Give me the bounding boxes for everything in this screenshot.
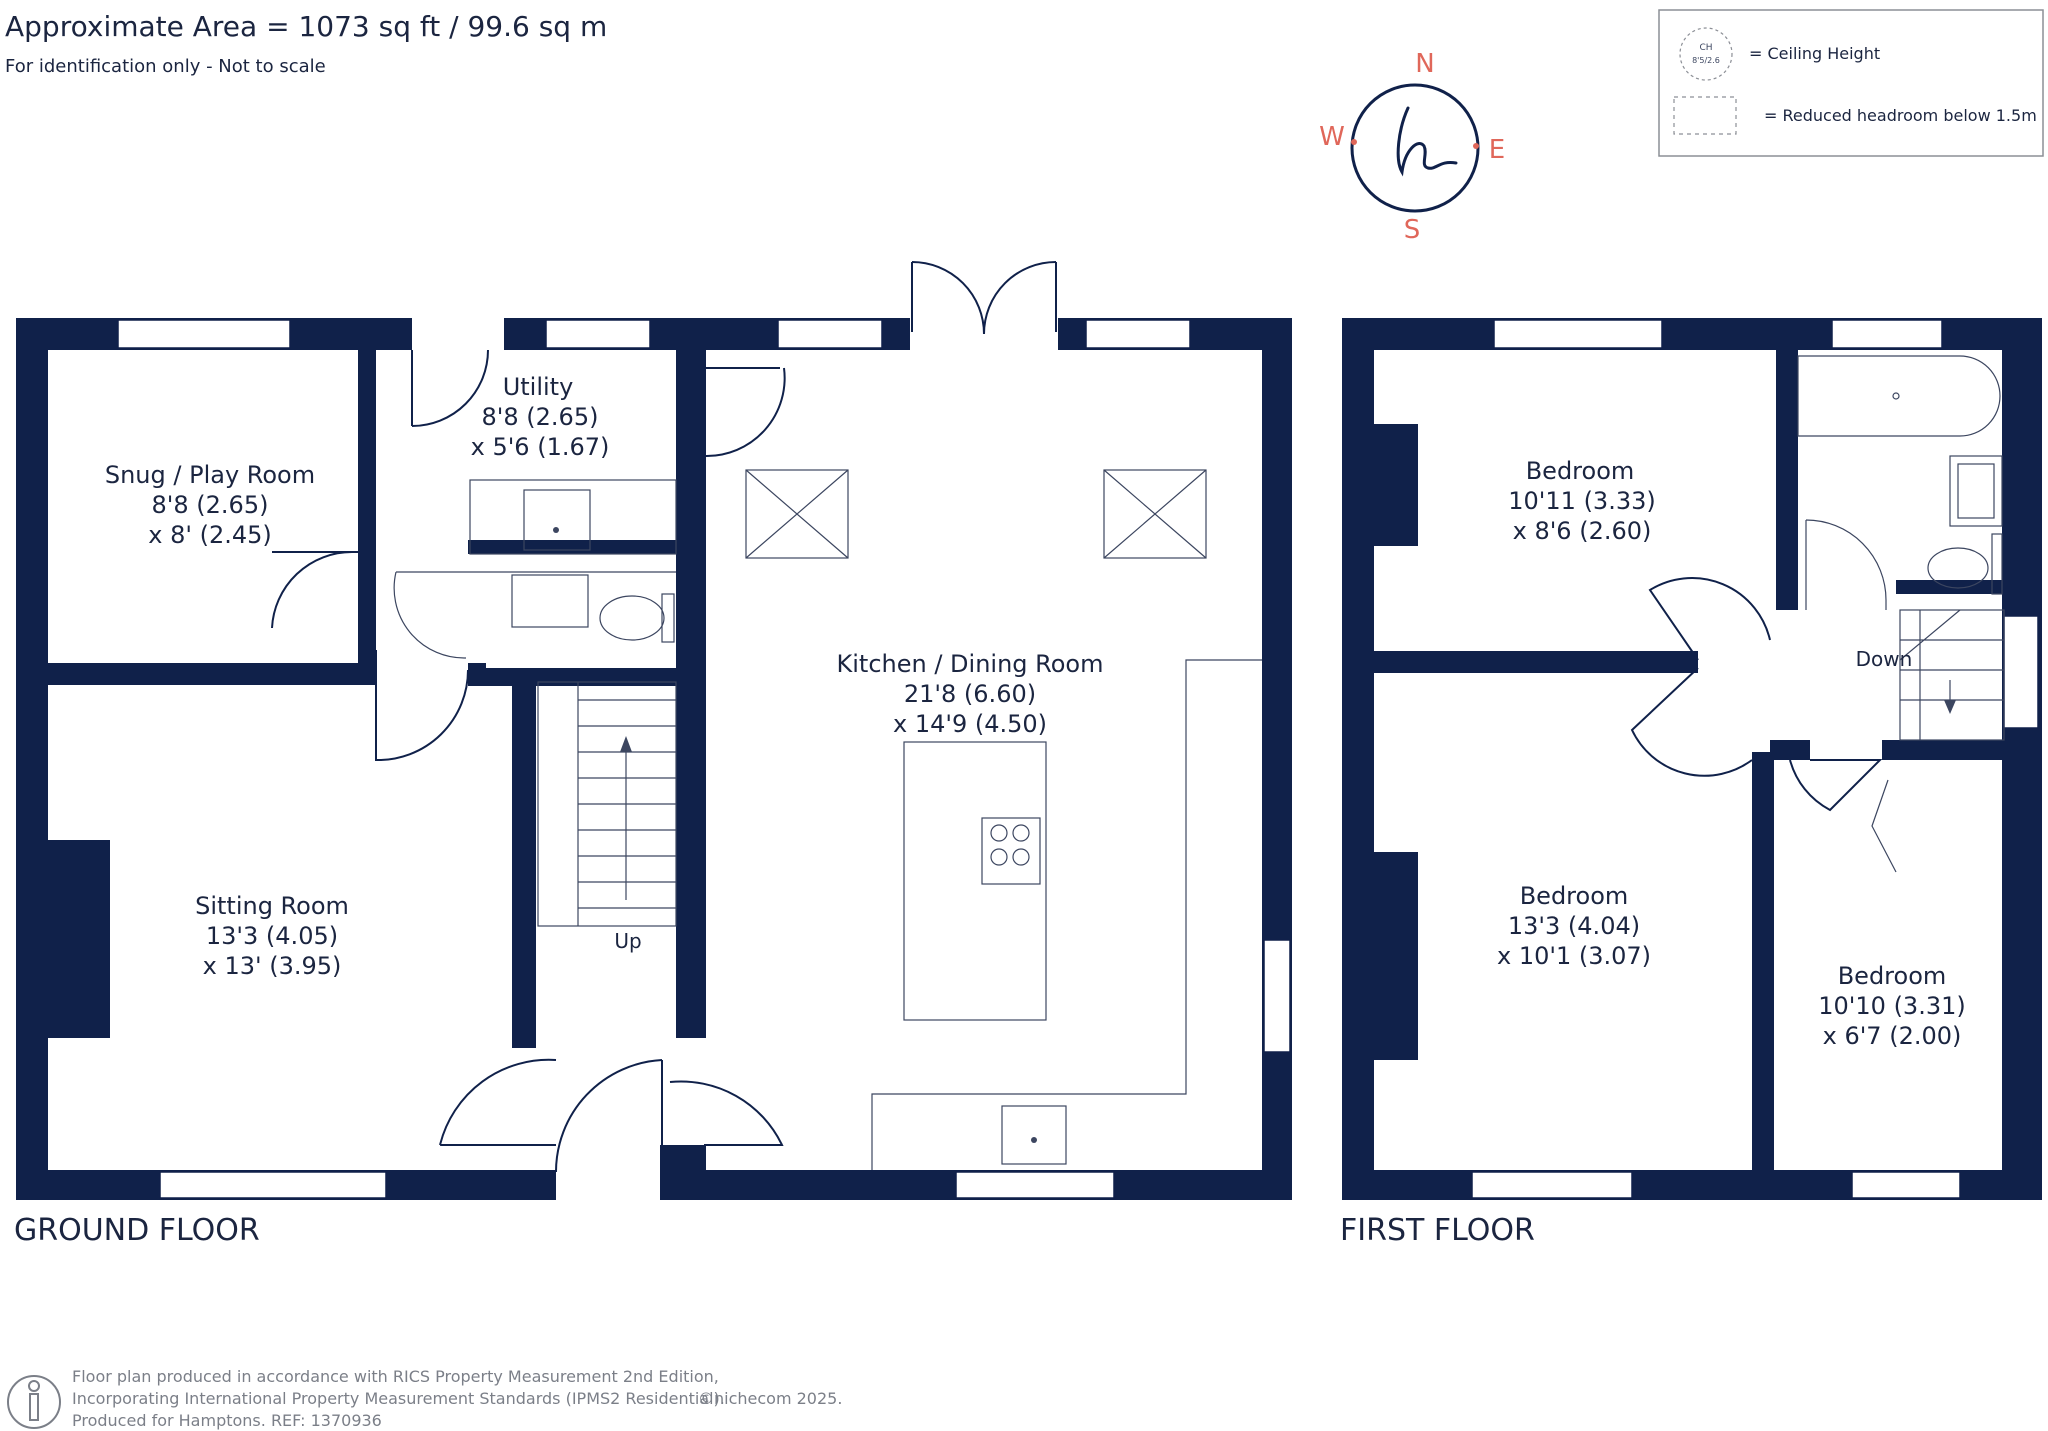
compass-west-letter: W	[1319, 122, 1345, 152]
snug-dim1: 8'8 (2.65)	[152, 491, 269, 519]
ground-floor-plan: Snug / Play Room 8'8 (2.65) x 8' (2.45) …	[16, 261, 1292, 1200]
identification-note: For identification only - Not to scale	[5, 56, 326, 77]
footer-line2: Incorporating International Property Mea…	[72, 1389, 725, 1408]
stairs-down-label: Down	[1856, 647, 1913, 671]
bedroom2-dim2: x 10'1 (3.07)	[1497, 942, 1651, 970]
footer: Floor plan produced in accordance with R…	[7, 1367, 842, 1430]
legend-ceiling-height: = Ceiling Height	[1749, 44, 1880, 63]
bedroom1-name: Bedroom	[1526, 457, 1635, 485]
footer-copyright: ©nichecom 2025.	[698, 1389, 842, 1408]
compass-east-letter: E	[1489, 135, 1505, 165]
kitchen-name: Kitchen / Dining Room	[837, 650, 1104, 678]
kitchen-dim1: 21'8 (6.60)	[904, 680, 1036, 708]
kitchen-dim2: x 14'9 (4.50)	[893, 710, 1047, 738]
bedroom2-name: Bedroom	[1520, 882, 1629, 910]
bedroom1-dim2: x 8'6 (2.60)	[1513, 517, 1652, 545]
utility-dim2: x 5'6 (1.67)	[471, 433, 610, 461]
compass-north-letter: N	[1415, 49, 1434, 79]
sitting-room-name: Sitting Room	[195, 892, 349, 920]
bedroom3-dim1: 10'10 (3.31)	[1818, 992, 1965, 1020]
snug-name: Snug / Play Room	[105, 461, 315, 489]
bedroom1-dim1: 10'11 (3.33)	[1508, 487, 1655, 515]
bedroom3-dim2: x 6'7 (2.00)	[1823, 1022, 1962, 1050]
snug-dim2: x 8' (2.45)	[148, 521, 272, 549]
compass-south-letter: S	[1404, 215, 1421, 245]
stairs-up-label: Up	[614, 929, 641, 953]
footer-line3: Produced for Hamptons. REF: 1370936	[72, 1411, 382, 1430]
compass: N S E W	[1319, 49, 1505, 245]
legend-reduced-headroom: = Reduced headroom below 1.5m	[1764, 106, 2037, 125]
footer-line1: Floor plan produced in accordance with R…	[72, 1367, 719, 1386]
sitting-room-dim2: x 13' (3.95)	[203, 952, 342, 980]
bedroom2-dim1: 13'3 (4.04)	[1508, 912, 1640, 940]
ch-badge-bottom: 8'5/2.6	[1692, 56, 1720, 65]
utility-dim1: 8'8 (2.65)	[482, 403, 599, 431]
ch-badge-top: CH	[1699, 43, 1712, 53]
first-floor-label: FIRST FLOOR	[1340, 1213, 1535, 1248]
ground-floor-label: GROUND FLOOR	[14, 1213, 260, 1248]
ceiling-height-badge-icon	[1679, 27, 1733, 81]
legend-box: CH 8'5/2.6 = Ceiling Height = Reduced he…	[1658, 9, 2044, 157]
approximate-area-title: Approximate Area = 1073 sq ft / 99.6 sq …	[5, 10, 607, 43]
h-script-logo-icon	[1396, 106, 1458, 177]
utility-name: Utility	[503, 373, 574, 401]
first-floor-plan: Bedroom 10'11 (3.33) x 8'6 (2.60) Bedroo…	[1342, 318, 2042, 1200]
bedroom3-name: Bedroom	[1838, 962, 1947, 990]
sitting-room-dim1: 13'3 (4.05)	[206, 922, 338, 950]
person-accessibility-icon	[7, 1375, 61, 1429]
reduced-headroom-swatch-icon	[1673, 96, 1737, 135]
